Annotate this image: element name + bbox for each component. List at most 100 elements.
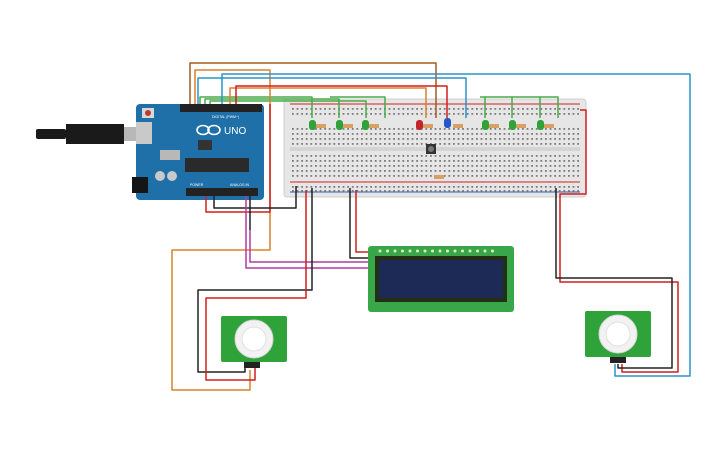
breadboard-hole (393, 165, 395, 167)
breadboard-hole (489, 133, 492, 135)
breadboard-hole (462, 138, 464, 140)
breadboard-hole (315, 170, 317, 172)
breadboard-hole (430, 170, 432, 172)
breadboard-hole (439, 155, 441, 157)
breadboard-hole (374, 128, 377, 130)
breadboard-hole (347, 108, 349, 110)
breadboard-hole (572, 170, 575, 172)
breadboard-hole (292, 138, 294, 140)
led-3[interactable] (362, 120, 369, 130)
breadboard-hole (554, 165, 556, 167)
led-5[interactable] (444, 118, 451, 128)
led-6[interactable] (482, 120, 489, 130)
breadboard-hole (568, 190, 570, 192)
breadboard-hole (425, 186, 428, 188)
breadboard-hole (540, 108, 543, 110)
breadboard-hole (545, 108, 547, 110)
lcd-pin (476, 249, 479, 253)
breadboard-hole (549, 113, 552, 115)
resistor[interactable] (489, 124, 499, 128)
breadboard-hole (517, 175, 520, 177)
breadboard-hole (535, 170, 538, 172)
led-4[interactable] (416, 120, 423, 130)
breadboard-hole (453, 165, 455, 167)
breadboard-hole (448, 170, 451, 172)
breadboard-hole (356, 133, 359, 135)
breadboard-hole (305, 143, 308, 145)
breadboard-hole (503, 175, 506, 177)
breadboard-hole (425, 175, 428, 177)
breadboard-hole (499, 175, 501, 177)
breadboard-hole (292, 186, 294, 188)
breadboard-hole (563, 155, 566, 157)
breadboard-hole (305, 175, 308, 177)
breadboard-hole (476, 113, 478, 115)
breadboard-hole (301, 133, 303, 135)
resistor[interactable] (516, 124, 526, 128)
breadboard-hole (356, 155, 359, 157)
breadboard-hole (572, 143, 575, 145)
breadboard-hole (439, 138, 441, 140)
breadboard-hole (365, 165, 368, 167)
breadboard-hole (462, 155, 464, 157)
led-2[interactable] (336, 120, 343, 130)
breadboard-hole (480, 143, 483, 145)
breadboard-hole (443, 160, 446, 162)
breadboard-hole (388, 138, 391, 140)
breadboard-hole (476, 108, 478, 110)
breadboard-hole (439, 128, 441, 130)
breadboard-hole (549, 165, 552, 167)
resistor[interactable] (434, 175, 444, 179)
breadboard-hole (292, 170, 294, 172)
breadboard-hole (462, 133, 464, 135)
breadboard-hole (361, 190, 363, 192)
resistor[interactable] (544, 124, 554, 128)
breadboard-hole (384, 133, 386, 135)
breadboard-hole (554, 170, 556, 172)
breadboard-hole (361, 108, 363, 110)
breadboard-hole (443, 128, 446, 130)
breadboard-hole (411, 160, 414, 162)
breadboard-hole (397, 108, 400, 110)
breadboard-hole (296, 138, 299, 140)
breadboard-hole (301, 170, 303, 172)
breadboard-hole (370, 160, 372, 162)
breadboard-hole (554, 155, 556, 157)
breadboard-hole (305, 170, 308, 172)
breadboard-hole (517, 165, 520, 167)
breadboard-hole (439, 165, 441, 167)
resistor[interactable] (369, 124, 379, 128)
breadboard-hole (462, 128, 464, 130)
breadboard-hole (374, 186, 377, 188)
resistor[interactable] (453, 124, 463, 128)
pir-sensor-left[interactable] (221, 316, 287, 368)
breadboard-hole (480, 175, 483, 177)
breadboard-hole (319, 155, 322, 157)
breadboard-hole (425, 133, 428, 135)
breadboard-hole (545, 170, 547, 172)
pir-sensor-right[interactable] (585, 311, 651, 363)
breadboard-hole (319, 128, 322, 130)
lcd-display[interactable] (368, 246, 514, 312)
breadboard-hole (517, 133, 520, 135)
breadboard-hole (416, 175, 418, 177)
breadboard-hole (328, 170, 331, 172)
resistor[interactable] (316, 124, 326, 128)
resistor[interactable] (423, 124, 433, 128)
breadboard-hole (370, 143, 372, 145)
breadboard-hole (476, 190, 478, 192)
breadboard-hole (361, 128, 363, 130)
breadboard-hole (319, 133, 322, 135)
resistor[interactable] (343, 124, 353, 128)
led-8[interactable] (537, 120, 544, 130)
push-button[interactable] (426, 144, 436, 154)
breadboard-hole (443, 186, 446, 188)
breadboard-hole (351, 175, 354, 177)
arduino-uno-board[interactable]: UNO DIGITAL (PWM~) POWER ANALOG IN (132, 104, 264, 200)
breadboard-hole (462, 170, 464, 172)
breadboard-hole (535, 165, 538, 167)
breadboard-hole (315, 113, 317, 115)
led-1[interactable] (309, 120, 316, 130)
breadboard-hole (388, 170, 391, 172)
led-7[interactable] (509, 120, 516, 130)
